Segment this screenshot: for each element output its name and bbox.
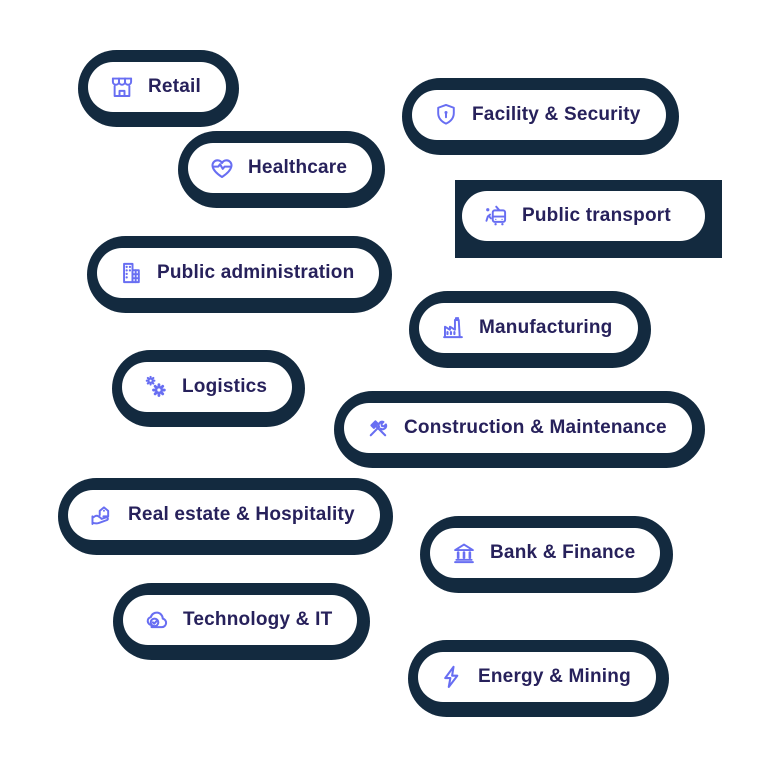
storefront-icon (109, 74, 135, 100)
chip-healthcare[interactable]: Healthcare (178, 131, 386, 208)
chip-manufacturing[interactable]: Manufacturing (409, 291, 651, 368)
gears-icon (143, 374, 169, 400)
chip-manufacturing-label: Manufacturing (479, 317, 613, 338)
chip-bank-finance-pill: Bank & Finance (430, 528, 661, 578)
chip-healthcare-pill: Healthcare (188, 143, 373, 193)
chip-logistics-label: Logistics (182, 376, 268, 397)
chip-real-estate-hospitality-label: Real estate & Hospitality (128, 504, 355, 525)
chip-energy-mining-pill: Energy & Mining (418, 652, 656, 702)
chip-construction-maintenance-label: Construction & Maintenance (404, 417, 667, 438)
chip-public-transport[interactable]: Public transport (455, 180, 722, 258)
chip-energy-mining-label: Energy & Mining (478, 666, 631, 687)
chip-facility-security[interactable]: Facility & Security (402, 78, 679, 155)
chip-logistics-pill: Logistics (122, 362, 293, 412)
lightning-bolt-icon (439, 664, 465, 690)
chip-real-estate-hospitality-pill: Real estate & Hospitality (68, 490, 380, 540)
chip-healthcare-label: Healthcare (248, 157, 348, 178)
hand-house-icon (89, 502, 115, 528)
government-building-icon (118, 260, 144, 286)
chip-retail[interactable]: Retail (78, 50, 239, 127)
heart-pulse-icon (209, 155, 235, 181)
shield-keyhole-icon (433, 102, 459, 128)
chip-retail-label: Retail (148, 76, 201, 97)
chip-public-transport-label: Public transport (522, 205, 671, 226)
hammer-wrench-icon (365, 415, 391, 441)
chip-energy-mining[interactable]: Energy & Mining (408, 640, 669, 717)
chip-construction-maintenance-pill: Construction & Maintenance (344, 403, 692, 453)
chip-public-administration-pill: Public administration (97, 248, 380, 298)
factory-icon (440, 315, 466, 341)
chip-bank-finance-label: Bank & Finance (490, 542, 636, 563)
chip-technology-it[interactable]: Technology & IT (113, 583, 371, 660)
chip-public-administration-label: Public administration (157, 262, 355, 283)
chip-bank-finance[interactable]: Bank & Finance (420, 516, 674, 593)
chip-retail-pill: Retail (88, 62, 226, 112)
chip-facility-security-pill: Facility & Security (412, 90, 666, 140)
chip-construction-maintenance[interactable]: Construction & Maintenance (334, 391, 705, 468)
chip-manufacturing-pill: Manufacturing (419, 303, 638, 353)
chip-technology-it-label: Technology & IT (183, 609, 333, 630)
chip-public-transport-pill: Public transport (462, 191, 705, 241)
bank-columns-icon (451, 540, 477, 566)
cloud-check-icon (144, 607, 170, 633)
chip-technology-it-pill: Technology & IT (123, 595, 358, 645)
chip-real-estate-hospitality[interactable]: Real estate & Hospitality (58, 478, 393, 555)
chip-logistics[interactable]: Logistics (112, 350, 306, 427)
chip-facility-security-label: Facility & Security (472, 104, 641, 125)
tram-icon (483, 203, 509, 229)
chip-public-administration[interactable]: Public administration (87, 236, 393, 313)
